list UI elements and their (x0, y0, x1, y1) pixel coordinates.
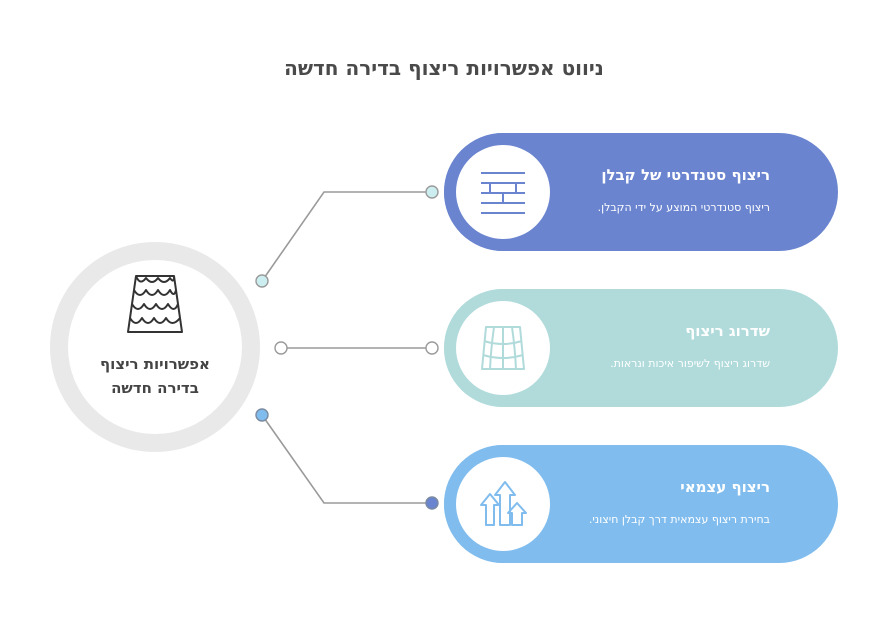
brick-wall-icon (481, 172, 525, 214)
option-icon-disc-inner (456, 301, 550, 395)
central-hub-label-line2: בדירה חדשה (111, 379, 199, 397)
central-hub-label-line1: אפשרויות ריצוף (100, 355, 210, 373)
option-icon-disc-inner (456, 457, 550, 551)
option-text: שדרוג ריצוף שדרוג ריצוף לשיפור איכות ונר… (584, 289, 770, 372)
connector-line-1 (261, 191, 432, 282)
option-icon-disc (444, 445, 562, 563)
option-icon-disc-inner (456, 145, 550, 239)
tiles-grid-icon (481, 326, 525, 370)
connector-dot-1-start (255, 274, 269, 288)
central-hub: אפשרויות ריצוף בדירה חדשה (50, 242, 260, 452)
connector-line-3 (261, 414, 432, 504)
central-hub-label: אפשרויות ריצוף בדירה חדשה (68, 352, 242, 400)
connector-dot-3-end (425, 496, 439, 510)
option-card-independent: ריצוף עצמאי בחירת ריצוף עצמאית דרך קבלן … (444, 445, 838, 563)
option-text: ריצוף עצמאי בחירת ריצוף עצמאית דרך קבלן … (584, 445, 770, 528)
connector-dot-2-end (425, 341, 439, 355)
roof-tiles-icon (127, 275, 183, 333)
option-title: ריצוף סטנדרטי של קבלן (601, 166, 770, 184)
option-icon-disc (444, 289, 562, 407)
connector-dot-2-start (274, 341, 288, 355)
option-card-upgrade: שדרוג ריצוף שדרוג ריצוף לשיפור איכות ונר… (444, 289, 838, 407)
option-title: שדרוג ריצוף (685, 322, 770, 340)
option-description: ריצוף סטנדרטי המוצע על ידי הקבלן. (597, 201, 770, 214)
option-title: ריצוף עצמאי (680, 478, 770, 496)
option-card-standard: ריצוף סטנדרטי של קבלן ריצוף סטנדרטי המוצ… (444, 133, 838, 251)
connector-dot-1-end (425, 185, 439, 199)
connector-dot-3-start (255, 408, 269, 422)
central-hub-inner: אפשרויות ריצוף בדירה חדשה (68, 260, 242, 434)
option-description: בחירת ריצוף עצמאית דרך קבלן חיצוני. (588, 513, 770, 526)
page-title: ניווט אפשרויות ריצוף בדירה חדשה (284, 56, 604, 80)
option-description: שדרוג ריצוף לשיפור איכות ונראות. (610, 357, 770, 370)
option-text: ריצוף סטנדרטי של קבלן ריצוף סטנדרטי המוצ… (584, 133, 770, 216)
arrows-up-icon (480, 481, 527, 526)
option-icon-disc (444, 133, 562, 251)
